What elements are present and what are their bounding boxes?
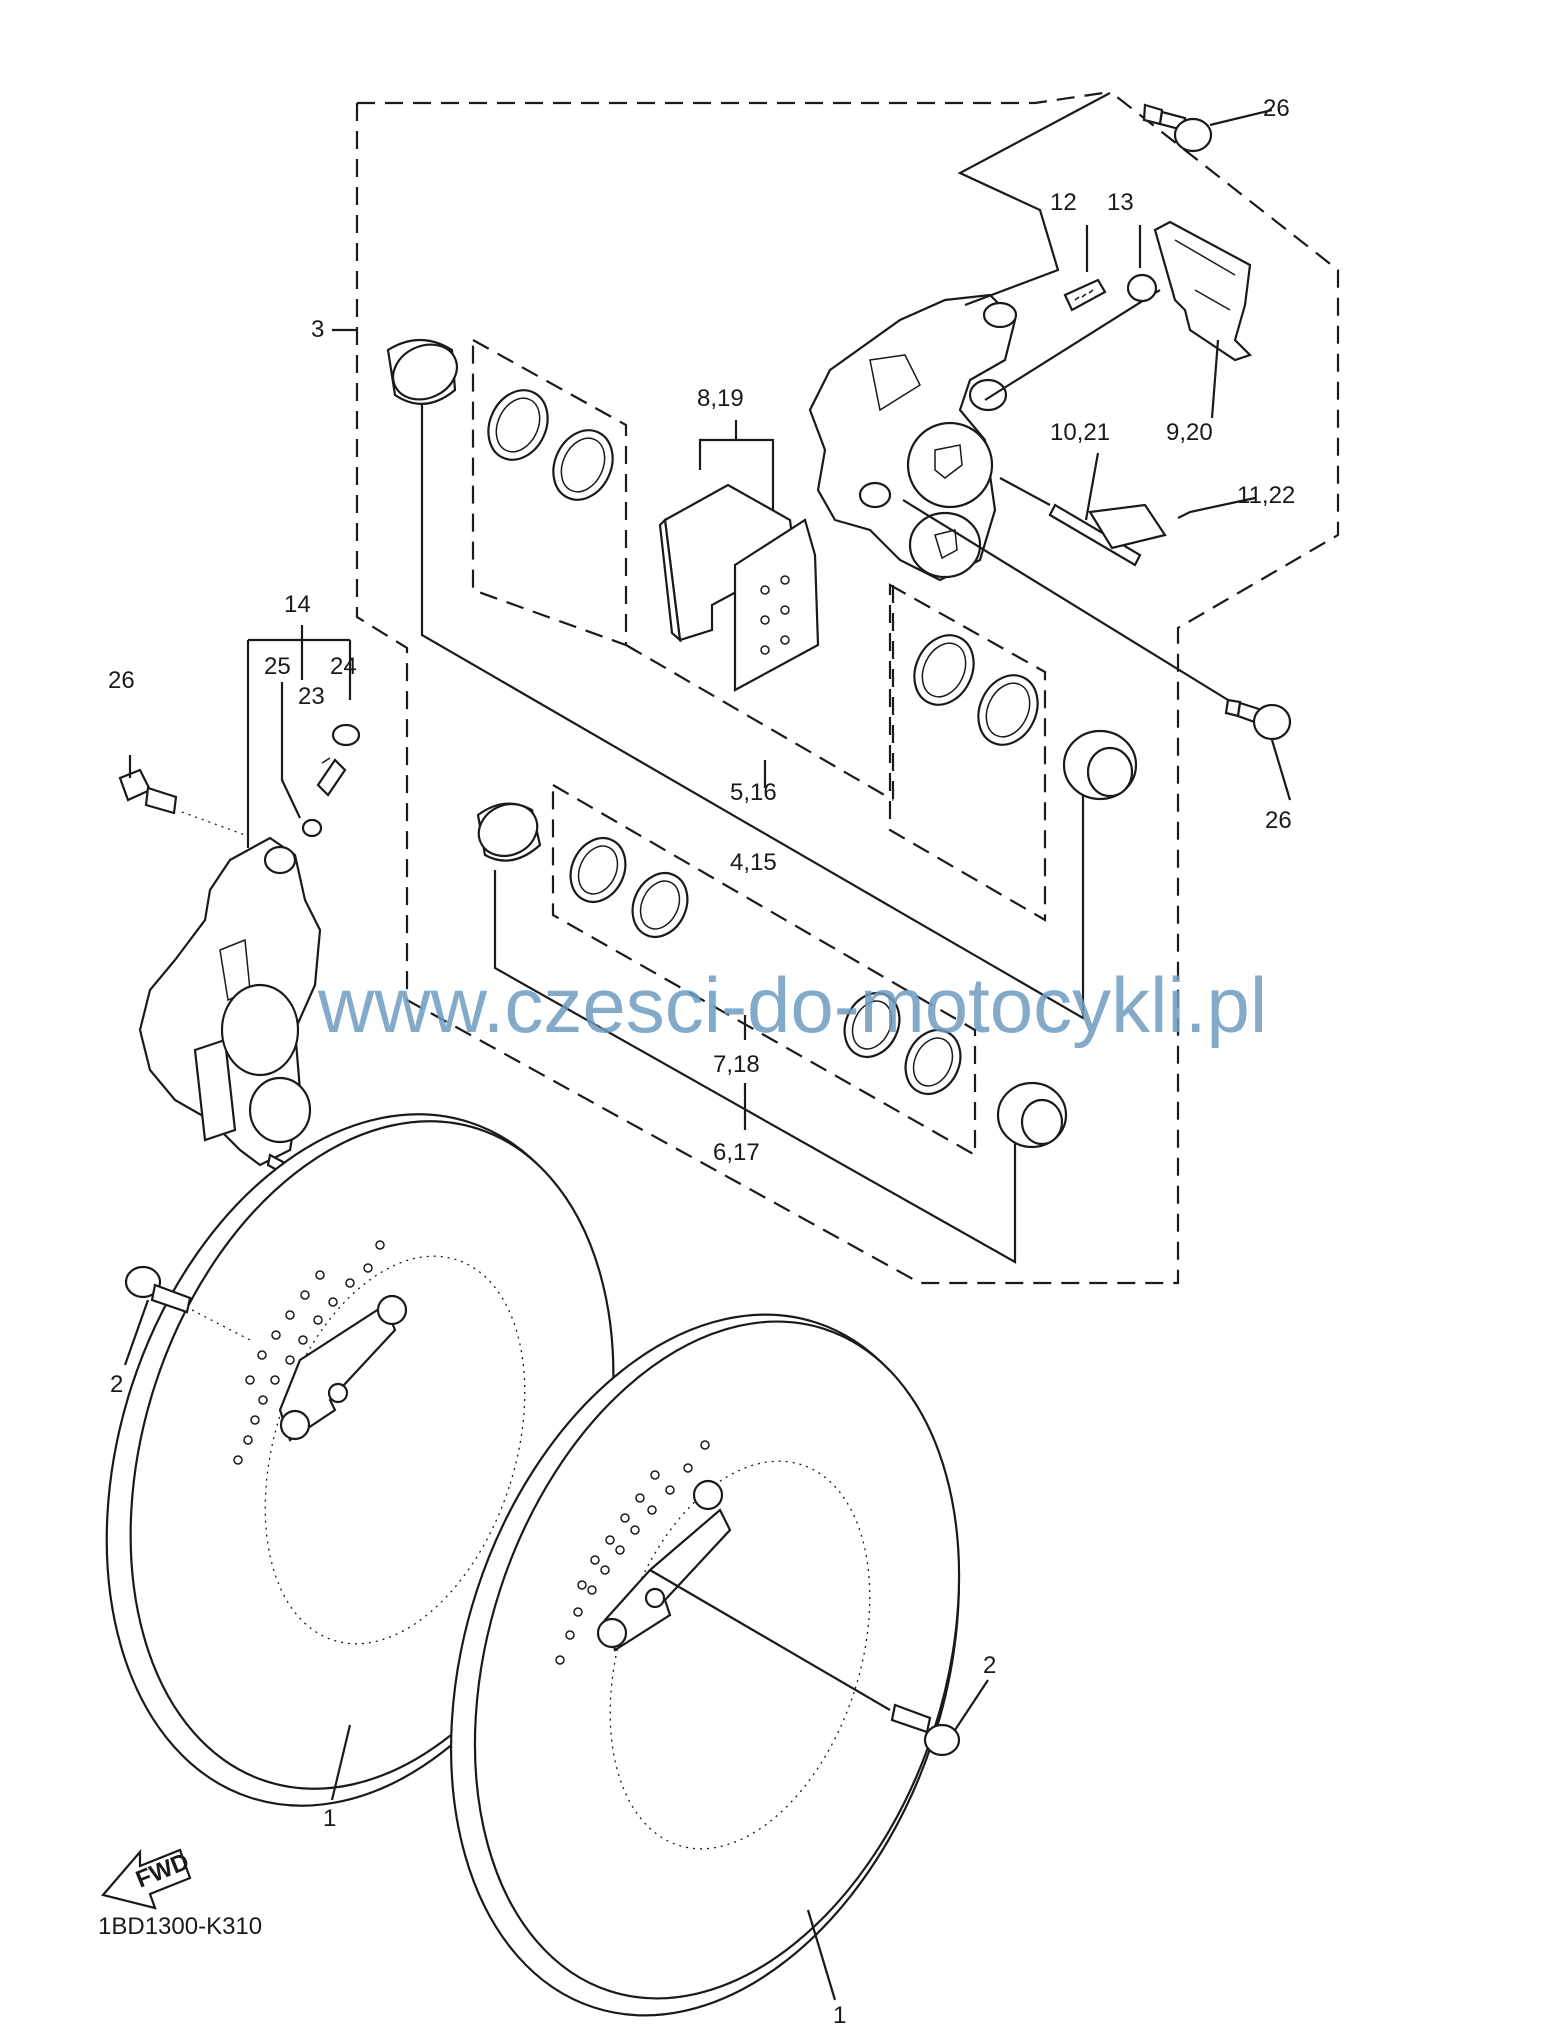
label-23: 23 [298,683,325,710]
brake-pads [658,420,820,692]
label-8-19: 8,19 [697,385,744,412]
disc-bolt-2-left [123,1265,251,1366]
seal-group-upper-left [471,338,628,647]
leader-4-15 [420,405,1085,1020]
label-3: 3 [311,316,324,343]
label-9-20: 9,20 [1166,419,1213,446]
leader-6-17 [493,870,1017,1264]
piston-lower-left [476,802,542,862]
bolt-26-right [902,499,1292,801]
label-12: 12 [1050,189,1077,216]
label-14: 14 [284,591,311,618]
bolt-26-top [1142,103,1273,153]
pad-spring-9-20 [1153,220,1253,419]
label-26-left: 26 [108,667,135,694]
pad-group-outline [625,585,895,801]
disc-right-holes [555,1440,710,1665]
disc-left-holes [233,1240,385,1465]
piston-upper-left [386,339,458,405]
seal-group-lower-left [551,783,977,1157]
brake-disc-right [449,1313,961,2017]
pad-pin-10-21 [999,452,1142,567]
label-25: 25 [264,653,291,680]
disc-bolt-2-right [649,1569,989,1757]
piston-right-lower [996,1081,1068,1149]
label-7-18: 7,18 [713,1051,760,1078]
label-24: 24 [330,653,357,680]
label-26-right: 26 [1265,807,1292,834]
watermark: www.czesci-do-motocykli.pl [317,961,1267,1049]
label-5-16: 5,16 [730,779,777,806]
label-1-right: 1 [833,2002,846,2029]
label-10-21: 10,21 [1050,419,1110,446]
caliper-left [138,625,361,1182]
diagram-code: 1BD1300-K310 [98,1913,262,1940]
bleed-screw-12 [1063,225,1107,312]
label-26-top: 26 [1263,95,1290,122]
label-2-right: 2 [983,1652,996,1679]
piston-right-upper [1062,729,1138,801]
fwd-arrow-icon: FWD [101,1848,193,1910]
label-2-left: 2 [110,1371,123,1398]
label-1-left: 1 [323,1805,336,1832]
pin-clip-11-22 [1088,496,1256,550]
seal-rings [487,389,1039,1095]
label-4-15: 4,15 [730,849,777,876]
seal-group-upper-right [888,583,1047,922]
label-13: 13 [1107,189,1134,216]
pad-holes [760,575,790,655]
label-11-22: 11,22 [1237,482,1295,509]
bolt-26-left [118,755,246,836]
caliper-assembly-outline [355,91,1340,1285]
cap-13 [1126,225,1158,303]
caliper-right [808,92,1161,582]
label-6-17: 6,17 [713,1139,760,1166]
